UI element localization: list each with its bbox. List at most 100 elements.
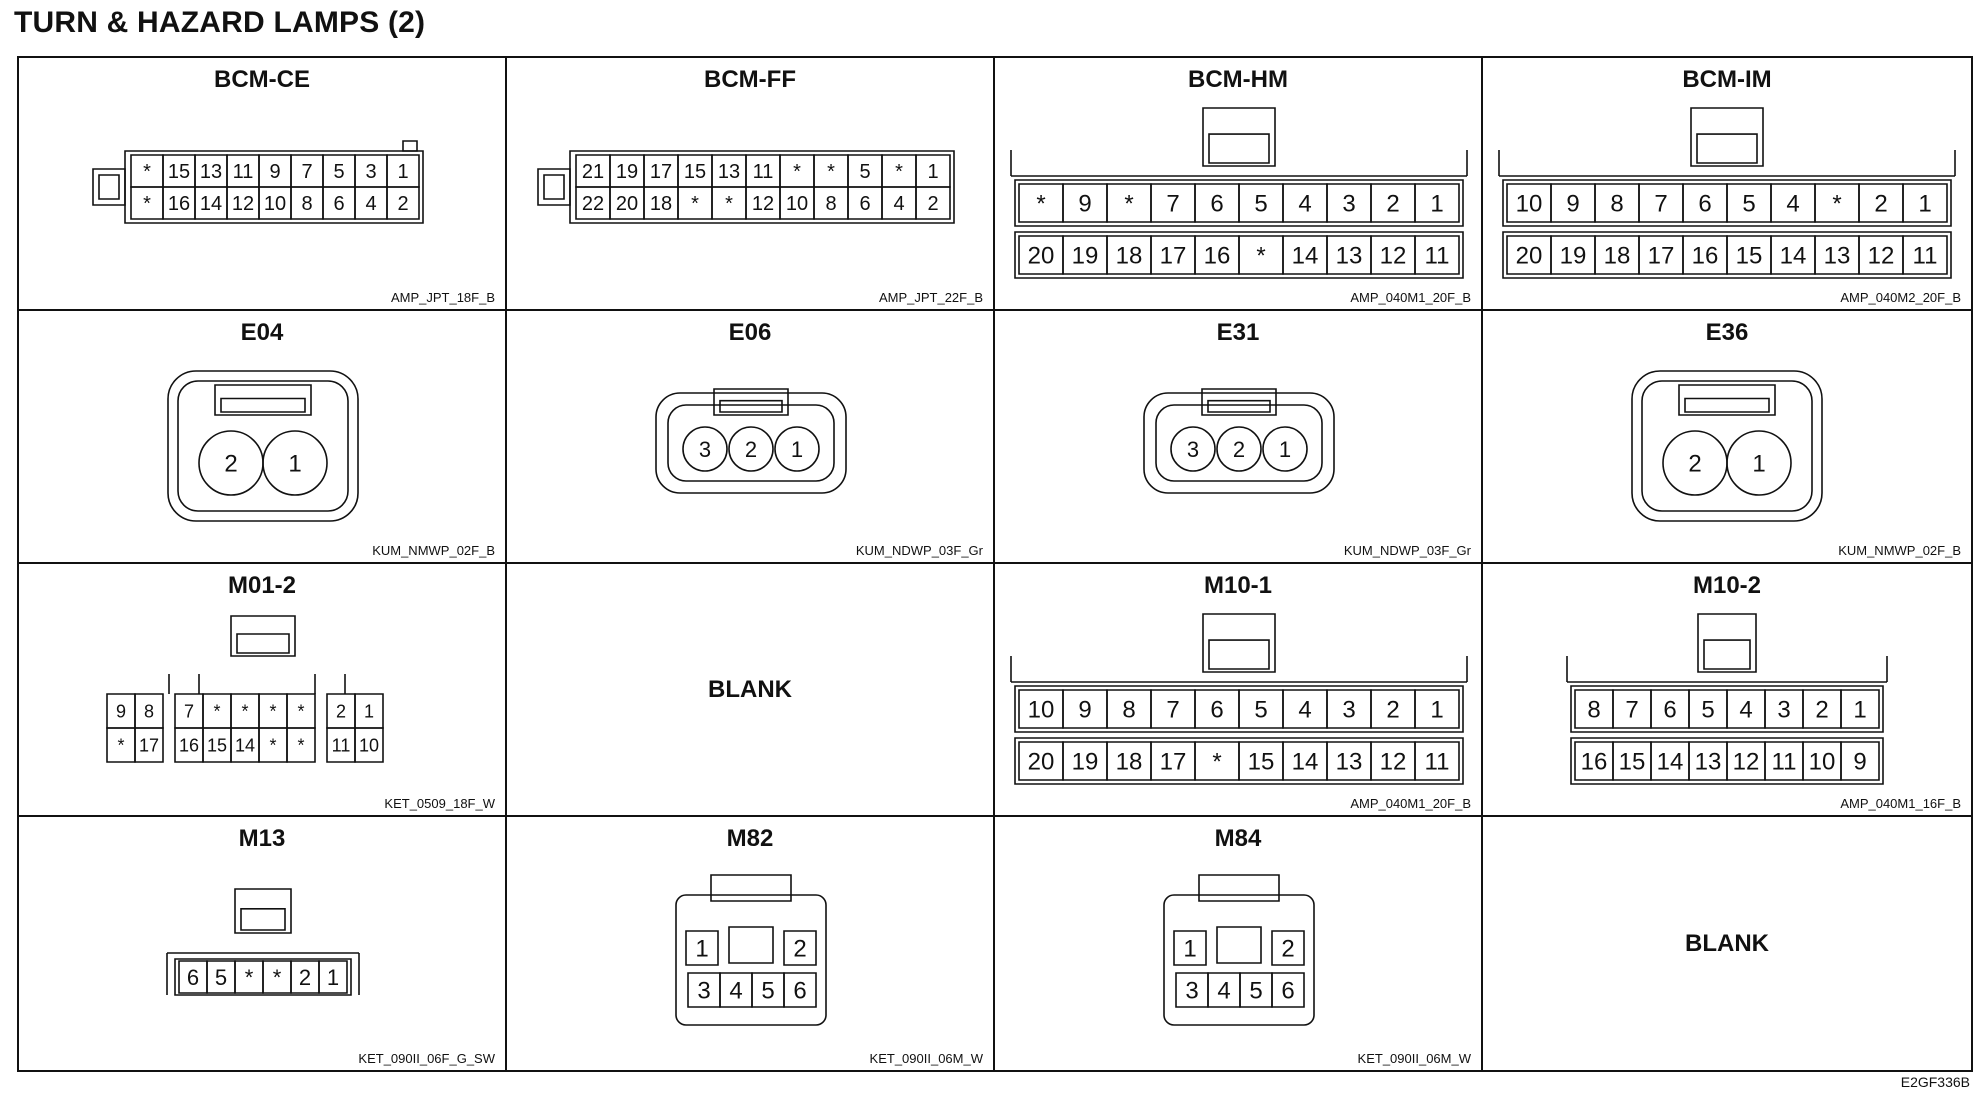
connector-name: M10-2: [1692, 572, 1762, 599]
pin-label: 16: [179, 735, 199, 755]
locking-tab: [1691, 108, 1763, 166]
connector-housing-upper: [1015, 180, 1463, 226]
pin-label: 11: [1913, 243, 1938, 270]
connector-housing-upper: [1571, 686, 1883, 732]
pin-label: 8: [301, 193, 312, 215]
pin-label: 9: [1853, 749, 1866, 776]
pin-label: 1: [1853, 697, 1866, 724]
pin-label: 9: [1078, 697, 1091, 724]
pin-label: 2: [397, 193, 408, 215]
pin-label: 4: [729, 978, 742, 1005]
pin-label: 10: [1809, 749, 1836, 776]
locking-tab-inner: [241, 909, 285, 930]
pin-label: 20: [1516, 243, 1543, 270]
pin-cell: [1415, 184, 1459, 222]
pin-label: 16: [168, 193, 190, 215]
pin-label: *: [1124, 191, 1133, 218]
pin-label: 1: [1279, 437, 1291, 462]
pin-label: 8: [1587, 697, 1600, 724]
pin-label: *: [213, 701, 220, 721]
pin-label: 5: [1701, 697, 1714, 724]
pin-cavity: [729, 427, 773, 471]
pin-label: 15: [207, 735, 227, 755]
pin-label: 2: [224, 451, 237, 478]
pin-label: 5: [333, 161, 344, 183]
pin-label: 2: [1386, 697, 1399, 724]
pin-label: 1: [1430, 191, 1443, 218]
connector-part-code: AMP_040M2_20F_B: [1840, 290, 1961, 305]
connector-name: E04: [240, 319, 284, 346]
pin-label: 3: [1777, 697, 1790, 724]
pin-label: *: [827, 161, 835, 183]
pin-label: 2: [1688, 451, 1701, 478]
locking-tab: [235, 889, 291, 933]
pin-label: 19: [1072, 243, 1099, 270]
pin-label: 15: [684, 161, 706, 183]
housing-inner: [178, 381, 348, 511]
pin-label: 7: [301, 161, 312, 183]
pin-label: *: [297, 735, 304, 755]
connector-part-code: AMP_JPT_22F_B: [878, 290, 983, 305]
pin-label: 17: [139, 735, 159, 755]
pin-label: 4: [1217, 978, 1230, 1005]
connector-housing: [656, 393, 846, 493]
pin-label: 5: [859, 161, 870, 183]
pin-label: 4: [1786, 191, 1799, 218]
pin-label: 1: [364, 701, 374, 721]
connector-name: M10-1: [1203, 572, 1273, 599]
connector-housing-lower: [1015, 738, 1463, 784]
locking-tab-inner: [1704, 640, 1750, 669]
pin-cavity: [263, 431, 327, 495]
connector-part-code: KET_090II_06M_W: [869, 1051, 983, 1066]
pin-cell: [784, 931, 816, 965]
pin-label: *: [1212, 749, 1221, 776]
pin-label: *: [297, 701, 304, 721]
pin-label: 13: [200, 161, 222, 183]
pin-label: 5: [1249, 978, 1262, 1005]
pin-label: 1: [288, 451, 301, 478]
locking-tab-inner: [1697, 134, 1757, 163]
pin-label: 9: [1078, 191, 1091, 218]
pin-label: 13: [1824, 243, 1851, 270]
pin-label: 3: [699, 437, 711, 462]
pin-label: *: [117, 735, 124, 755]
locking-tab: [1679, 385, 1775, 415]
pin-cell: [1841, 690, 1879, 728]
pin-label: 16: [1581, 749, 1608, 776]
pin-label: 7: [1654, 191, 1667, 218]
pin-label: 12: [1380, 243, 1407, 270]
locking-tab: [1199, 875, 1279, 901]
connector-part-code: AMP_040M1_20F_B: [1350, 290, 1471, 305]
pin-label: 11: [753, 161, 774, 183]
pin-cell: [916, 187, 950, 219]
pin-label: 9: [116, 701, 126, 721]
pin-label: 6: [187, 965, 199, 990]
connector-part-code: AMP_040M1_20F_B: [1350, 796, 1471, 811]
pin-cavity: [775, 427, 819, 471]
pin-label: 2: [299, 965, 311, 990]
pin-label: *: [1256, 243, 1265, 270]
pin-label: 15: [1248, 749, 1275, 776]
pin-label: 2: [1874, 191, 1887, 218]
connector-key: [403, 141, 417, 151]
pin-label: 16: [1204, 243, 1231, 270]
connector-part-code: AMP_JPT_18F_B: [390, 290, 495, 305]
pin-label: 22: [582, 193, 604, 215]
key-slot: [1217, 927, 1261, 963]
pin-label: 18: [1116, 243, 1143, 270]
pin-label: 17: [1160, 749, 1187, 776]
locking-tab: [711, 875, 791, 901]
connector-name: E36: [1705, 319, 1749, 346]
connector-housing: [1164, 895, 1314, 1025]
pin-label: 1: [927, 161, 938, 183]
pin-cavity: [1217, 427, 1261, 471]
pin-label: 3: [365, 161, 376, 183]
pin-label: 10: [1516, 191, 1543, 218]
